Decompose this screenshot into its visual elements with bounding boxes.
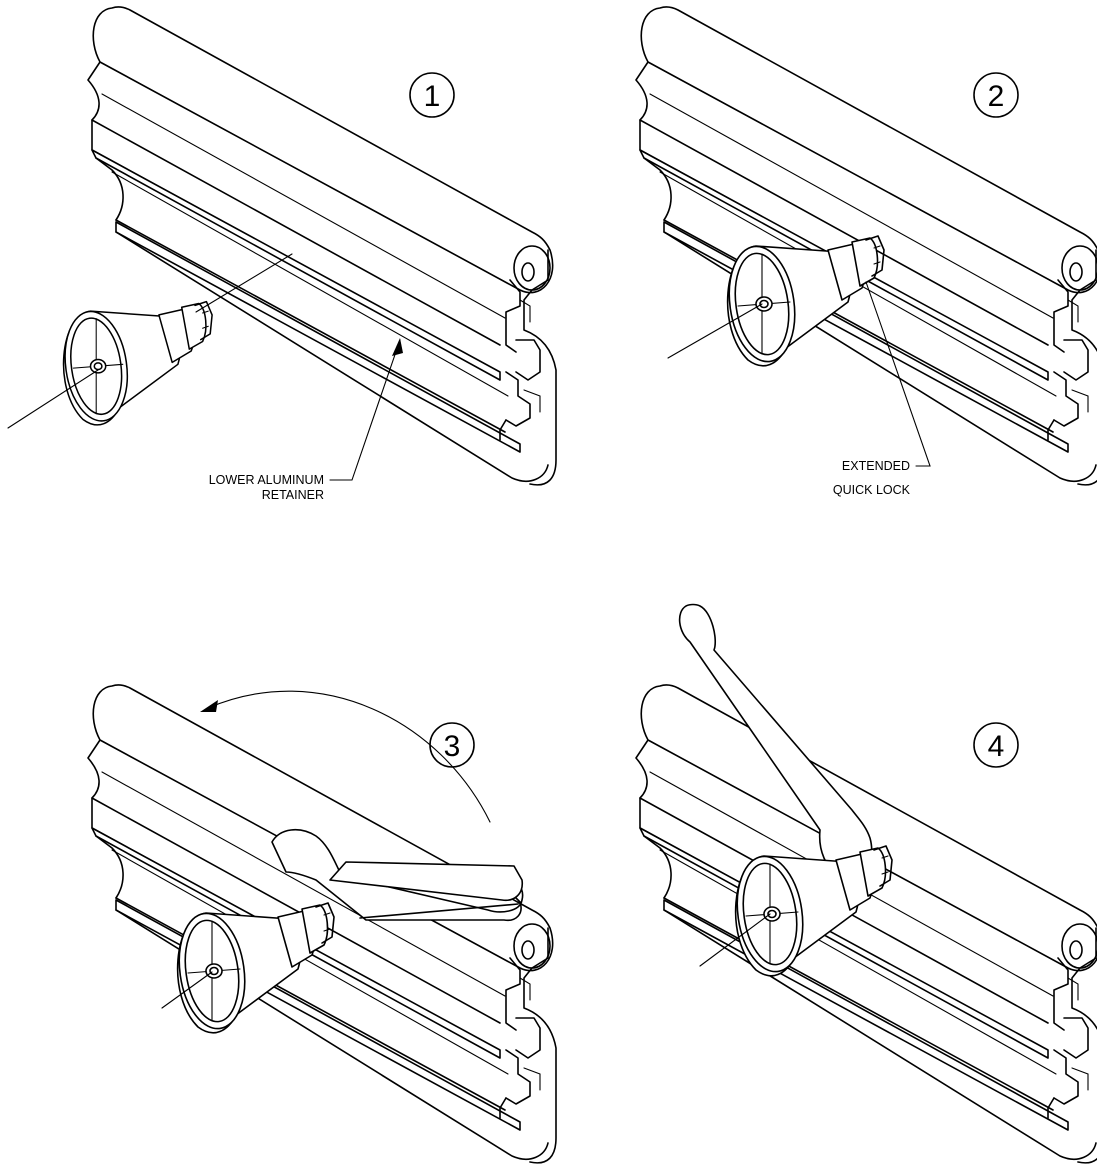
leader-line xyxy=(329,339,401,481)
step-number-circle xyxy=(973,72,1019,118)
leader-line xyxy=(865,281,931,467)
lever-handle xyxy=(678,603,873,876)
rotation-arrow xyxy=(207,690,491,823)
callout-label-line2: QUICK LOCK xyxy=(833,483,911,497)
rail-extrusion xyxy=(635,684,1097,1164)
callout-label-line1: LOWER ALUMINUM xyxy=(209,473,324,487)
bell-tool xyxy=(721,235,885,367)
panel-step-1: 1 LOWER ALUMINUM RETAINER xyxy=(7,6,557,502)
crank-arm xyxy=(329,861,524,902)
step-number-circle xyxy=(973,722,1019,768)
step-number: 1 xyxy=(424,80,441,113)
leader-line xyxy=(667,303,763,359)
leader-line xyxy=(699,913,771,967)
crank-handle xyxy=(271,829,524,922)
arrowhead xyxy=(392,338,403,356)
rail-extrusion xyxy=(87,6,557,486)
panel-step-2: 2 EXTENDED QUICK LOCK xyxy=(635,6,1097,497)
step-number: 3 xyxy=(444,730,461,763)
step-number-circle xyxy=(429,722,475,768)
callout-label-line2: RETAINER xyxy=(262,488,324,502)
step-number: 4 xyxy=(988,730,1005,763)
bell-tool xyxy=(57,300,213,426)
leader-line xyxy=(161,971,213,1009)
leader-line xyxy=(195,253,293,313)
callout-label-line1: EXTENDED xyxy=(842,459,910,473)
panel-step-3: 3 xyxy=(87,684,557,1164)
panel-step-4: 4 xyxy=(635,603,1097,1164)
arrowhead xyxy=(200,700,218,712)
step-number-circle xyxy=(409,72,455,118)
leader-line xyxy=(7,369,99,429)
step-number: 2 xyxy=(988,80,1005,113)
